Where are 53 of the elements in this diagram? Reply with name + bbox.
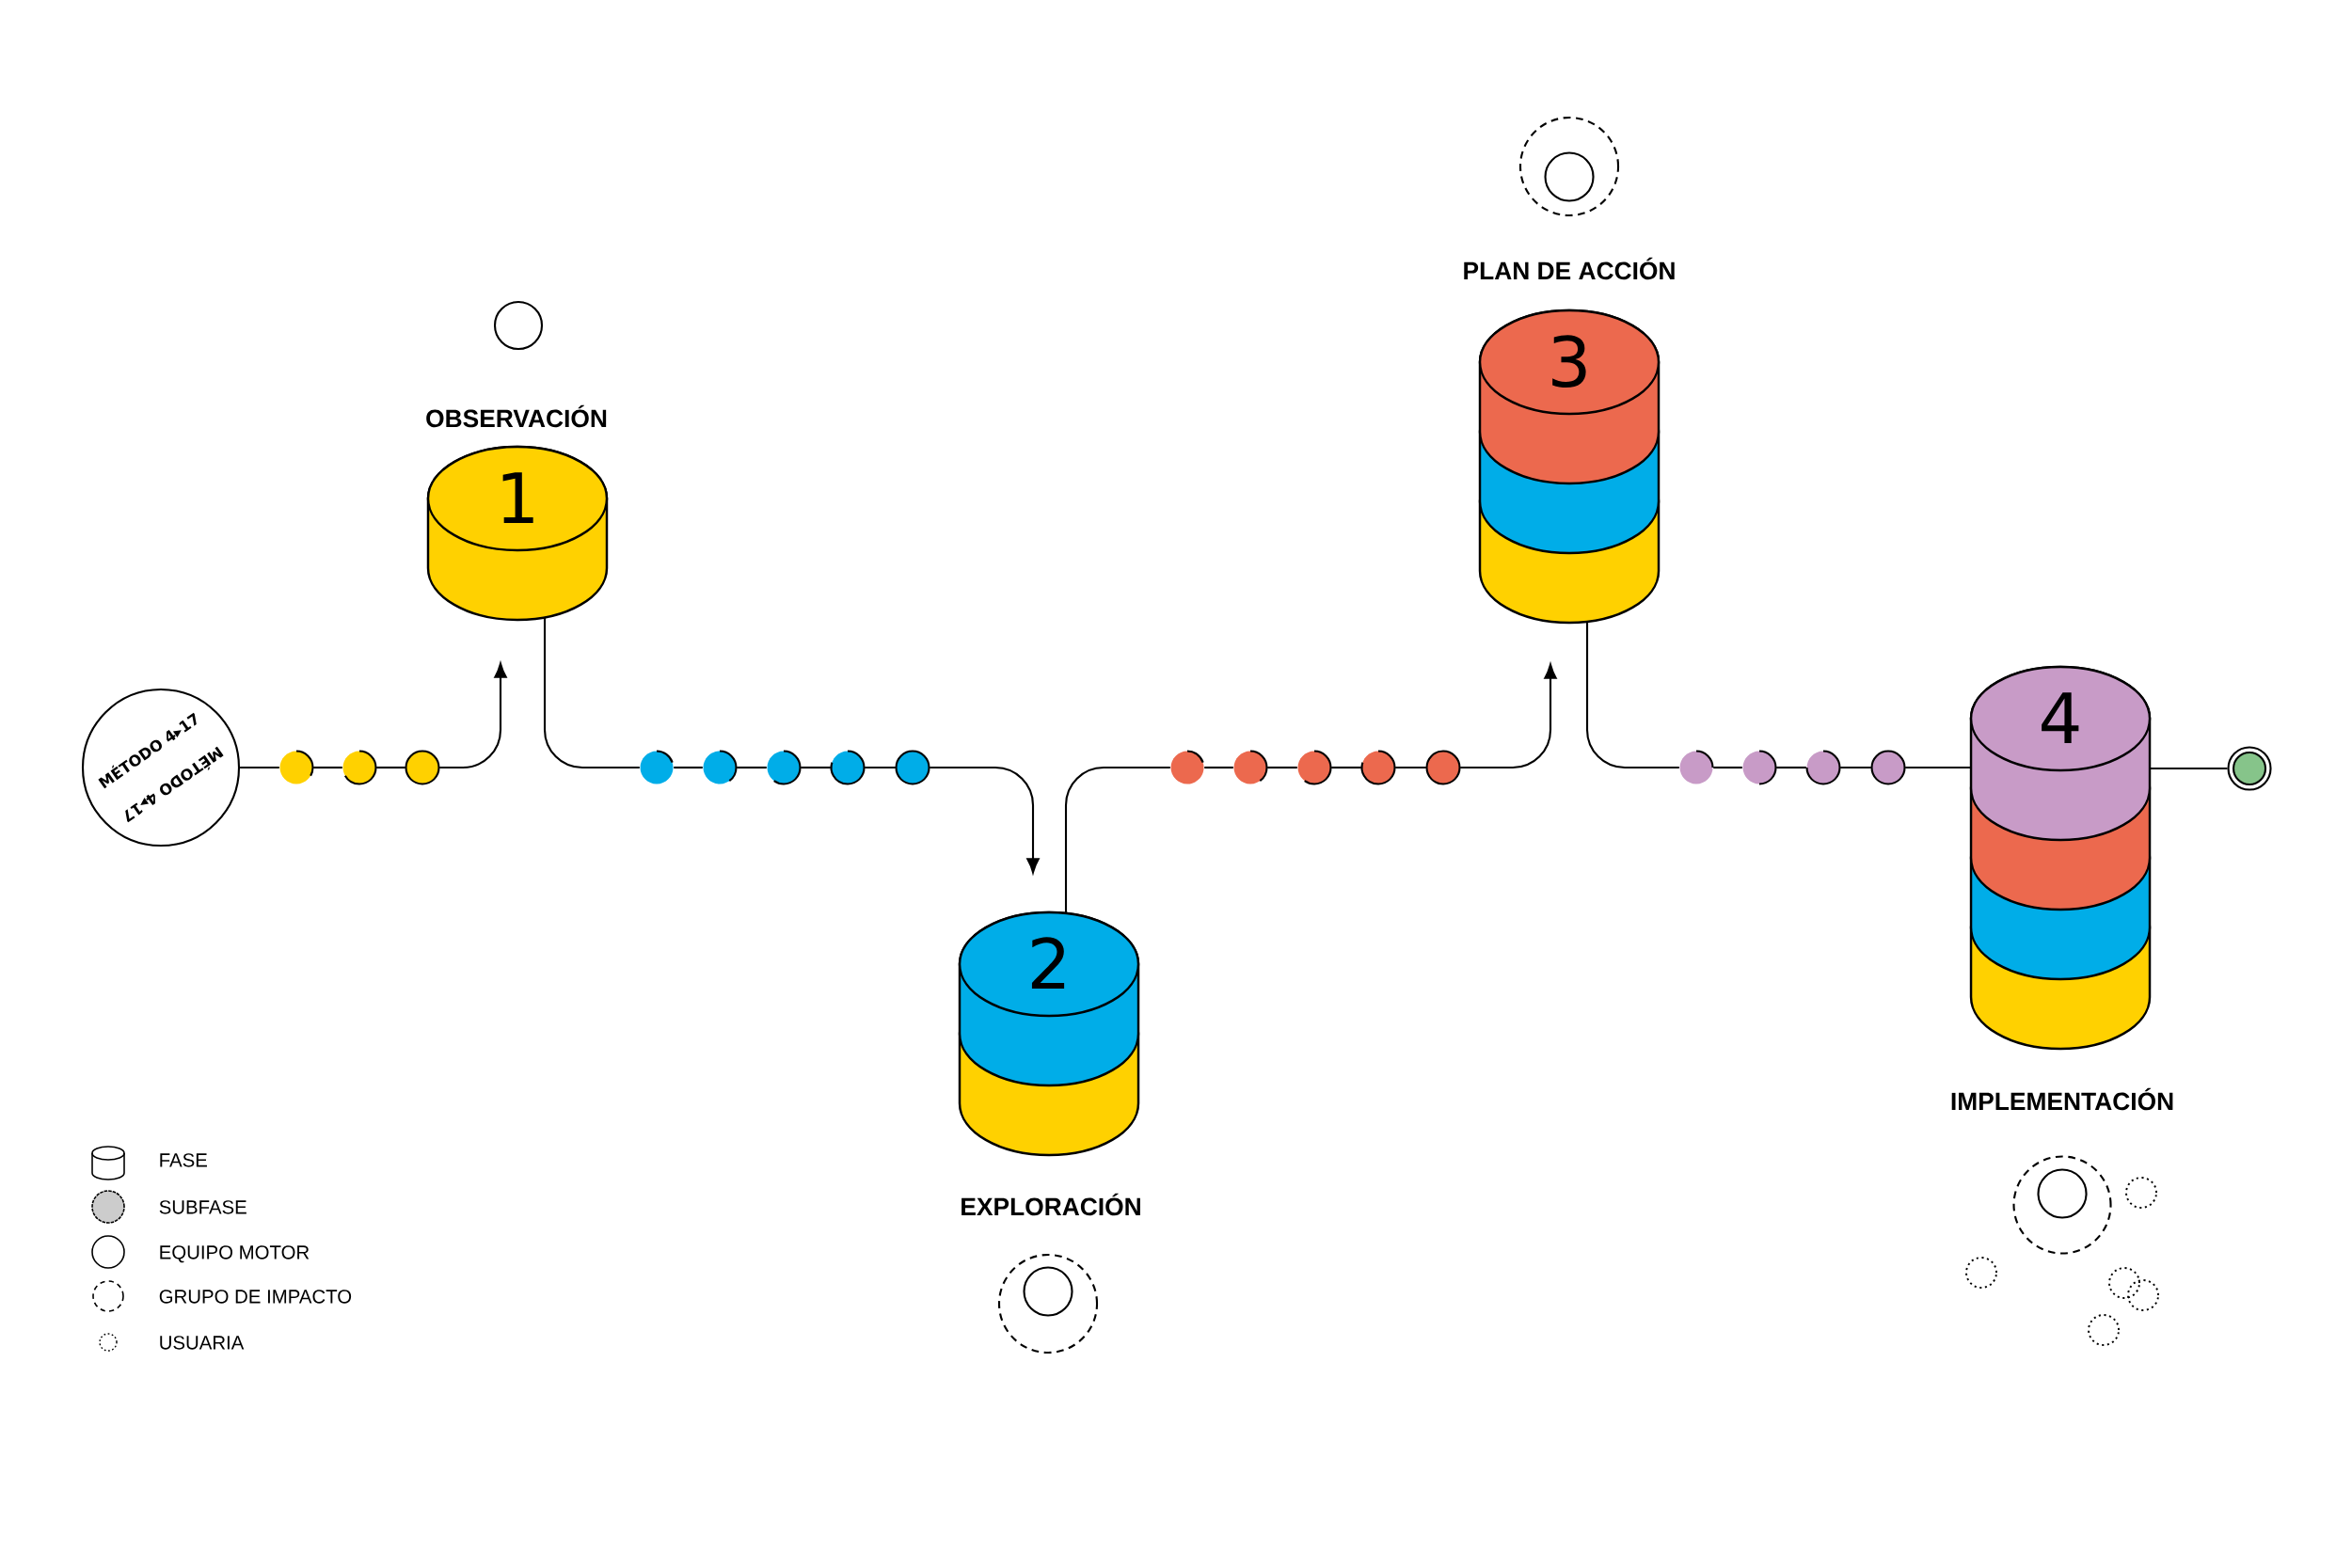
arrow [439,662,507,769]
progress-dot [1297,750,1332,785]
progress-dot [1170,750,1204,784]
progress-dot [895,750,930,785]
end-marker [2227,746,2272,791]
legend-label: SUBFASE [159,1200,246,1214]
connector-line [543,617,640,769]
connector-line [801,766,831,769]
connector-line [674,766,703,769]
connector-line [737,766,767,769]
connector-line [376,766,405,769]
progress-dot [1742,750,1777,785]
phase-label: PLAN DE ACCIÓN [1464,257,1675,280]
progress-dot [1360,750,1396,785]
progress-dot [830,750,866,785]
connector-line [1064,766,1170,913]
connector-line [313,766,342,769]
phase-cylinder: 4 [1969,665,2152,1051]
legend-label: EQUIPO MOTOR [160,1245,310,1263]
phase-label: IMPLEMENTACIÓN [1951,1087,2173,1111]
progress-dot [640,750,674,784]
phase-cylinder: 2 [958,911,1140,1157]
progress-dot [1233,750,1268,784]
connector-line [1204,766,1233,769]
connector-line [1840,766,1871,769]
progress-dot [1805,750,1841,785]
legend-label: GRUPO DE IMPACTO [159,1290,352,1304]
progress-dot [703,750,738,784]
progress-dot [279,750,314,784]
arrow [930,766,1040,874]
arrow [1460,663,1557,769]
connector-line [240,766,279,769]
progress-dot [405,750,440,785]
connector-line [1331,766,1361,769]
progress-dot [1870,750,1906,785]
progress-dot [342,750,377,785]
connector-line [1267,766,1297,769]
phase-cylinder: 3 [1478,309,1661,625]
connector-line [1905,766,1971,769]
progress-dot [1425,750,1461,785]
connector-line [1776,766,1806,769]
progress-dot [1679,750,1714,784]
connector-line [1395,766,1426,769]
phase-cylinder: 1 [426,445,609,622]
legend-label: USUARIA [160,1336,245,1350]
connector-line [1713,766,1742,769]
legend-label: FASE [160,1153,207,1167]
connector-line [2150,767,2228,770]
connector-line [865,766,896,769]
phase-label: EXPLORACIÓN [961,1193,1140,1216]
phase-label: OBSERVACIÓN [426,404,607,428]
connector-line [1585,621,1679,769]
progress-dot [767,750,802,785]
